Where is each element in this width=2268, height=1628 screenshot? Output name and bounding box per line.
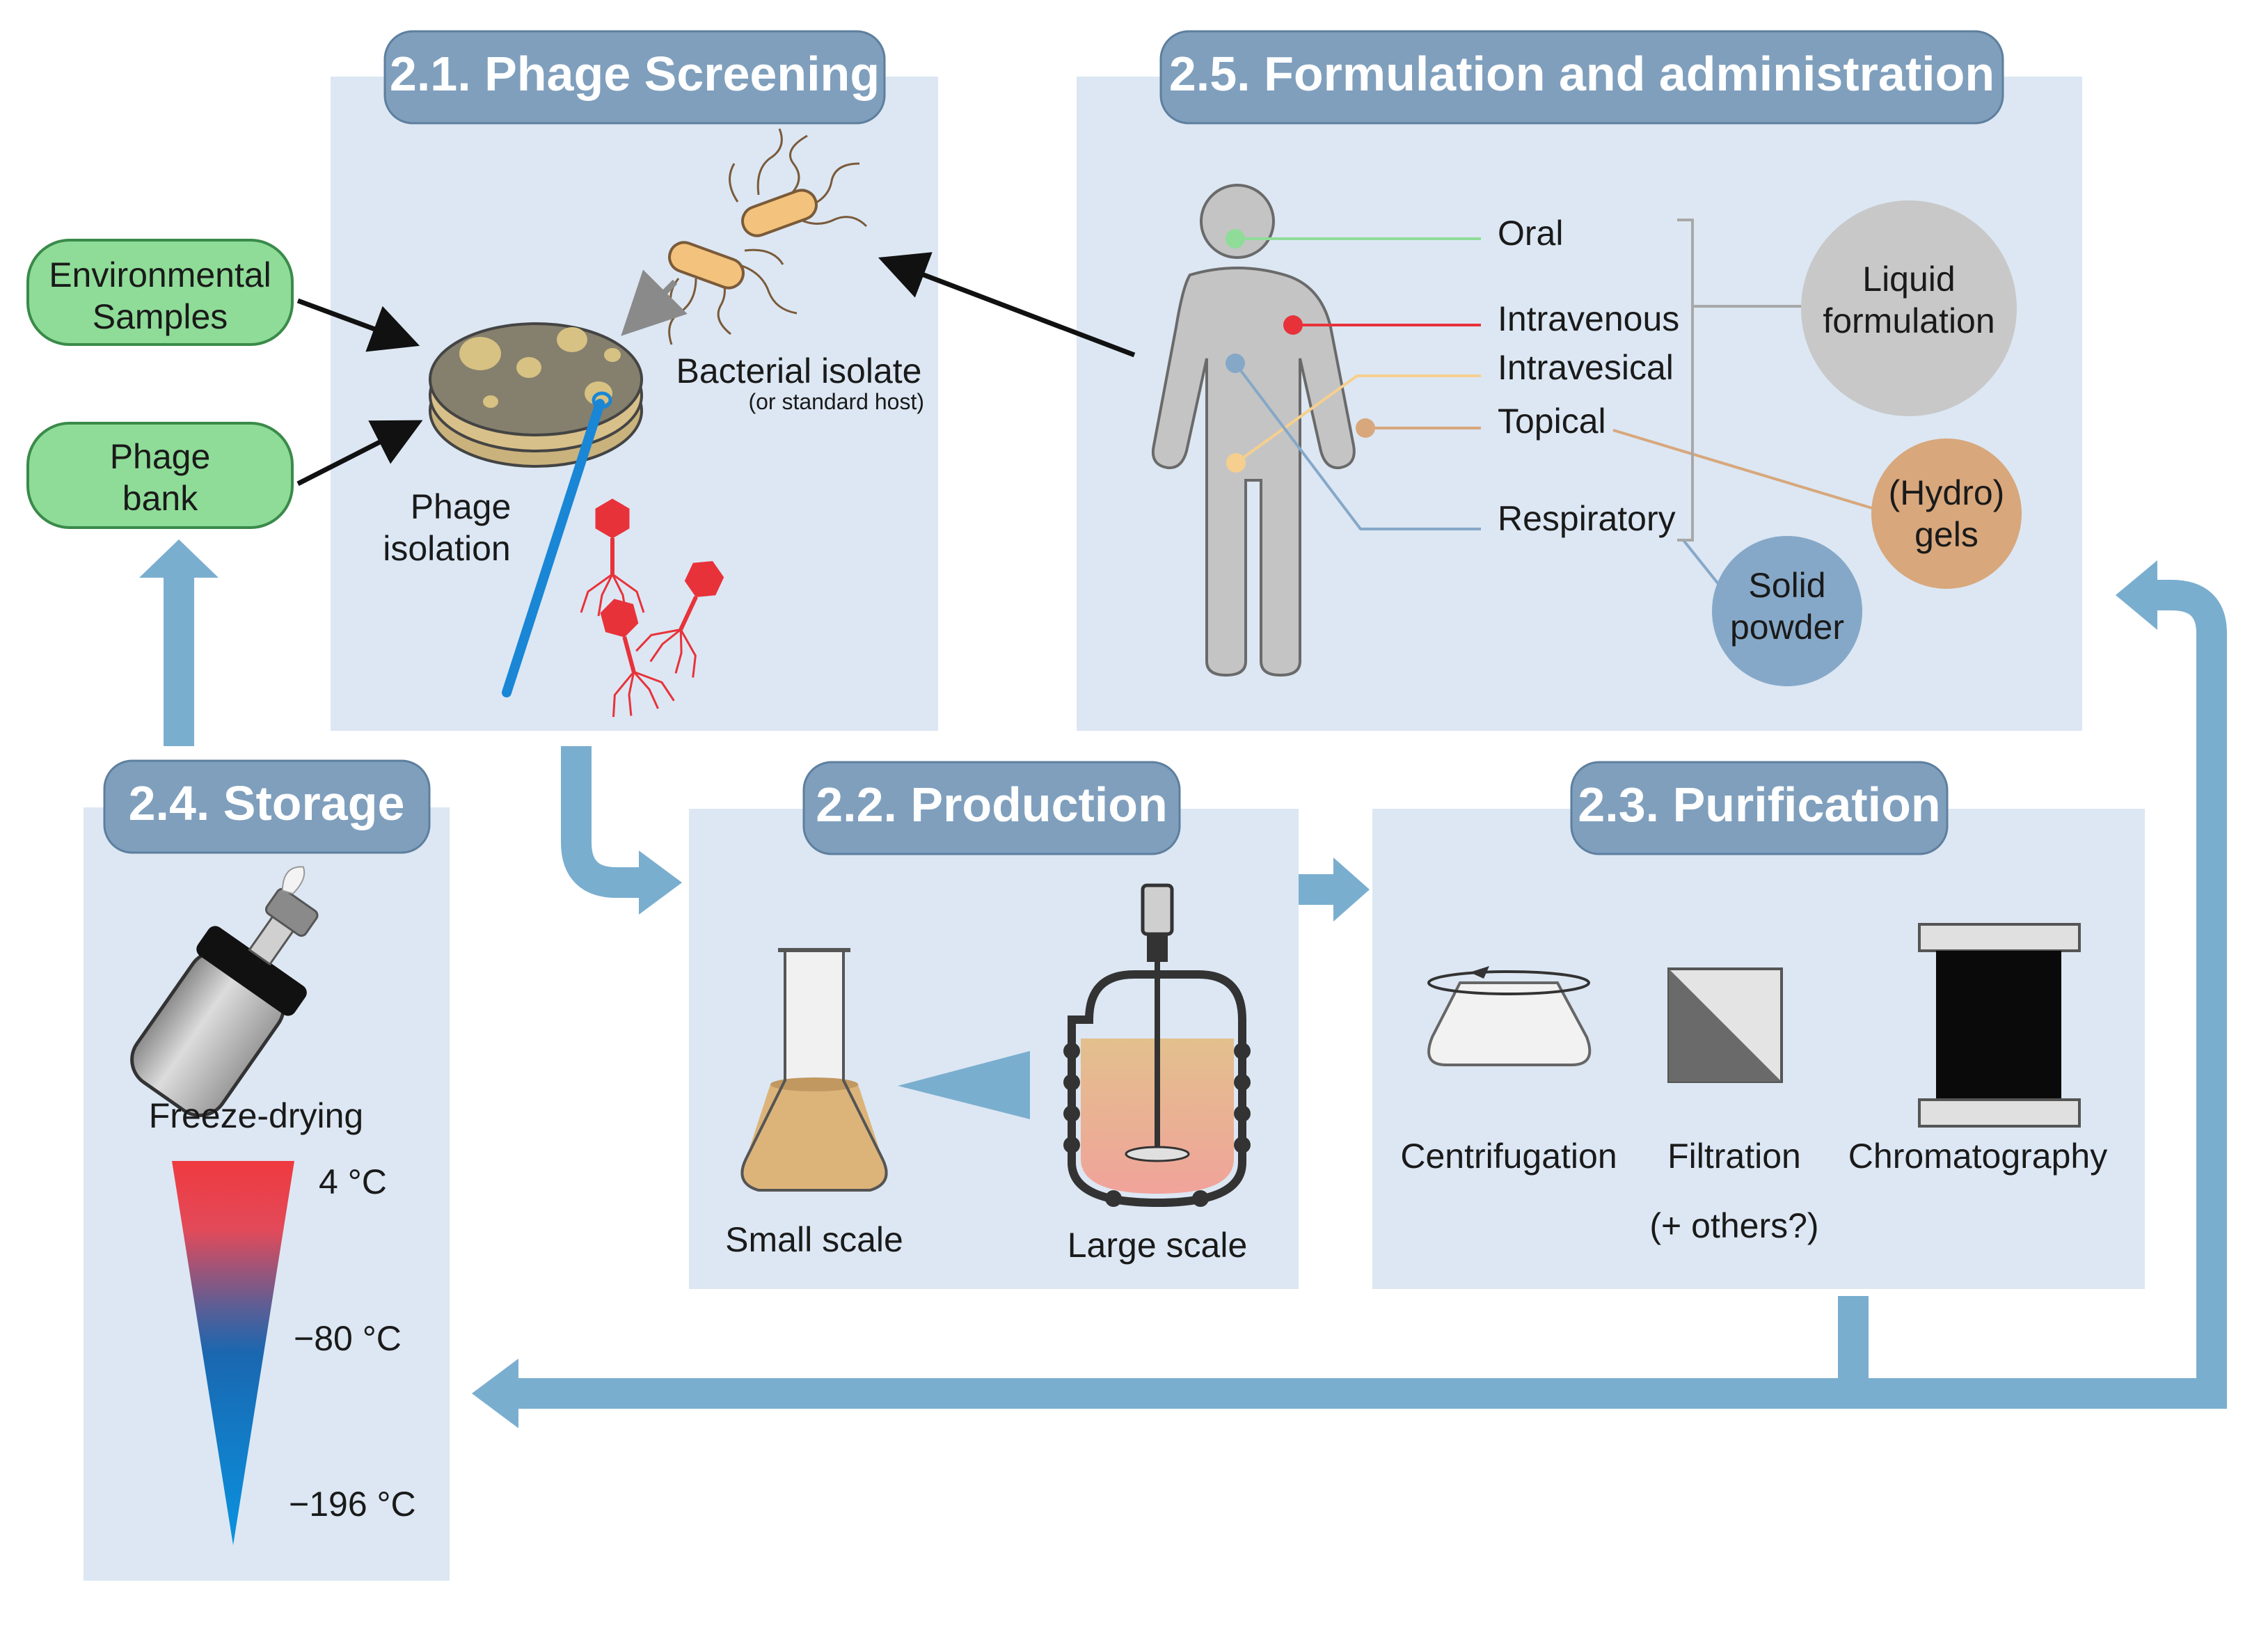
administration-route-lines — [1234, 219, 1873, 586]
centrifugation-label: Centrifugation — [1400, 1137, 1617, 1176]
topical-dot — [1356, 418, 1375, 438]
oral-dot — [1226, 229, 1245, 248]
arrow-bank-to-plate — [296, 420, 423, 487]
topical-to-hydrogel-line — [1612, 429, 1873, 509]
route-respiratory-label: Respiratory — [1498, 499, 1676, 538]
hydrogel-node: (Hydro) gels — [1871, 438, 2022, 589]
phage-bank-label-line2: bank — [122, 479, 198, 518]
formulation-title: 2.5. Formulation and administration — [1169, 47, 1995, 101]
storage-title: 2.4. Storage — [129, 776, 405, 830]
environmental-label-line2: Samples — [93, 297, 228, 336]
environmental-samples-node: Environmental Samples — [26, 239, 294, 346]
phage-bank-label-line1: Phage — [110, 437, 211, 476]
intravesical-dot — [1226, 453, 1246, 473]
others-label: (+ others?) — [1649, 1206, 1818, 1245]
purification-title: 2.3. Purification — [1578, 777, 1940, 832]
screening-header: 2.1. Phage Screening — [383, 30, 886, 125]
screening-title: 2.1. Phage Screening — [390, 47, 880, 101]
centrifugation-icon — [1427, 966, 1592, 1066]
flow-arrow-to-formulation — [2157, 580, 2227, 1393]
standard-host-label: (or standard host) — [748, 389, 924, 414]
route-intravesical-label: Intravesical — [1498, 348, 1674, 387]
scale-down-arrow — [898, 1051, 1030, 1119]
powder-label-line2: powder — [1730, 608, 1844, 647]
route-intravenous-label: Intravenous — [1498, 299, 1679, 338]
flow-arrowhead-up — [139, 539, 219, 578]
phage-isolation-label-line2: isolation — [383, 529, 510, 568]
arrow-environmental-to-plate — [296, 298, 420, 352]
respiratory-route-line — [1234, 362, 1481, 530]
phage-isolation-label-line1: Phage — [411, 487, 512, 526]
flow-arrows — [139, 539, 2227, 1428]
liquid-label-line2: formulation — [1823, 301, 1995, 340]
liquid-label-line1: Liquid — [1862, 260, 1955, 299]
respiratory-dot — [1226, 354, 1245, 373]
chromatography-label: Chromatography — [1848, 1137, 2107, 1176]
temp-mid-label: −80 °C — [294, 1319, 402, 1358]
route-oral-label: Oral — [1498, 214, 1563, 253]
flow-arrow-screening-to-production — [561, 746, 644, 898]
solid-powder-node: Solid powder — [1712, 536, 1862, 686]
production-title: 2.2. Production — [816, 777, 1168, 832]
flow-arrowhead-purification — [1333, 858, 1370, 922]
powder-label-line1: Solid — [1748, 566, 1825, 605]
flow-arrowhead-formulation — [2116, 560, 2157, 630]
temp-high-label: 4 °C — [319, 1162, 387, 1201]
temperature-gradient-wedge — [172, 1161, 294, 1545]
filtration-icon — [1667, 967, 1783, 1083]
production-header: 2.2. Production — [802, 761, 1181, 855]
purification-header: 2.3. Purification — [1570, 761, 1949, 855]
bacteriophage-icon — [580, 498, 724, 718]
arrow-bacteria-to-plate — [621, 269, 688, 336]
freeze-drying-label: Freeze-drying — [149, 1096, 363, 1135]
respiratory-to-powder-line — [1681, 538, 1720, 586]
hydrogel-label-line2: gels — [1914, 515, 1978, 554]
flow-arrowhead-storage — [472, 1359, 518, 1428]
flow-arrowhead-production — [639, 851, 682, 915]
intravenous-dot — [1283, 315, 1303, 335]
erlenmeyer-flask-icon — [740, 948, 888, 1192]
large-scale-label: Large scale — [1068, 1226, 1248, 1265]
filtration-label: Filtration — [1667, 1137, 1801, 1176]
phage-bank-node: Phage bank — [26, 422, 294, 529]
bacterial-isolate-label: Bacterial isolate — [676, 351, 922, 390]
small-scale-label: Small scale — [725, 1220, 903, 1259]
liquid-formulation-node: Liquid formulation — [1801, 200, 2017, 416]
routes-bracket — [1677, 219, 1694, 542]
environmental-label-line1: Environmental — [49, 255, 271, 294]
route-topical-label: Topical — [1498, 402, 1606, 441]
temp-low-label: −196 °C — [289, 1485, 416, 1524]
storage-header: 2.4. Storage — [103, 759, 431, 854]
inoculation-loop-icon — [502, 391, 612, 697]
formulation-header: 2.5. Formulation and administration — [1159, 30, 2004, 125]
hydrogel-label-line1: (Hydro) — [1889, 473, 2005, 512]
arrow-body-to-bacteria — [878, 252, 1136, 358]
chromatography-icon — [1918, 923, 2081, 1128]
freeze-drying-vial-icon — [130, 866, 319, 1117]
bioreactor-icon — [1063, 883, 1251, 1208]
intravesical-route-line — [1235, 374, 1481, 464]
